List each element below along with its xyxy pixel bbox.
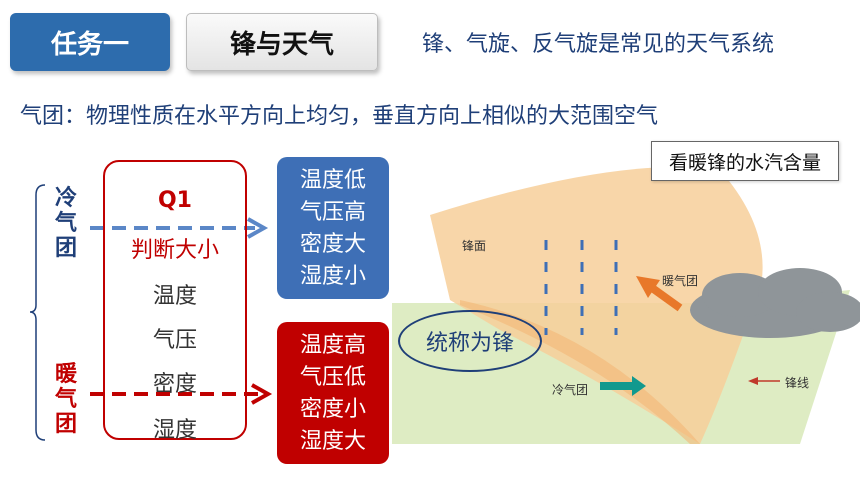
cold-dashed-arrow	[90, 217, 269, 239]
question-prompt: 判断大小	[130, 238, 219, 263]
warm-mass-label: 暖气团	[662, 274, 699, 288]
topic-title: 锋与天气	[186, 13, 378, 71]
rain-dashes	[544, 240, 618, 335]
question-item-temperature: 温度	[152, 284, 197, 309]
cold-mass-label: 冷气团	[552, 383, 589, 397]
warm-prop-pressure: 气压低	[299, 365, 366, 390]
note-box: 看暖锋的水汽含量	[651, 141, 839, 181]
front-surface-label: 锋面	[462, 239, 487, 253]
warm-prop-humidity: 湿度大	[299, 429, 366, 454]
cold-air-properties: 温度低 气压高 密度大 湿度小	[277, 157, 389, 299]
warm-air-mass-label: 暖气团	[54, 362, 77, 437]
question-item-humidity: 湿度	[152, 418, 197, 443]
front-line-label: 锋线	[785, 376, 810, 390]
warm-air-arrow	[636, 276, 683, 312]
cold-prop-pressure: 气压高	[299, 200, 366, 225]
air-mass-bracket	[29, 184, 46, 441]
warm-air-properties: 温度高 气压低 密度小 湿度大	[277, 322, 389, 464]
front-line-pointer	[748, 377, 780, 385]
cold-prop-density: 密度大	[299, 232, 366, 257]
question-item-density: 密度	[152, 372, 197, 397]
task-badge: 任务一	[10, 13, 170, 71]
front-surface	[430, 167, 763, 444]
air-mass-definition: 气团：物理性质在水平方向上均匀，垂直方向上相似的大范围空气	[20, 104, 659, 129]
warm-dashed-arrow	[90, 383, 273, 405]
cold-air-mass-label: 冷气团	[54, 186, 77, 261]
collective-term-ellipse: 统称为锋	[398, 310, 542, 372]
question-item-pressure: 气压	[152, 328, 197, 353]
warm-prop-density: 密度小	[299, 397, 366, 422]
warm-prop-temperature: 温度高	[299, 333, 366, 358]
question-title: Q1	[157, 188, 192, 213]
cold-prop-temperature: 温度低	[299, 168, 366, 193]
cold-air-arrow	[600, 376, 646, 396]
cold-prop-humidity: 湿度小	[299, 264, 366, 289]
question-box	[103, 160, 247, 440]
cloud-icon	[690, 268, 860, 338]
subtitle: 锋、气旋、反气旋是常见的天气系统	[422, 32, 775, 57]
